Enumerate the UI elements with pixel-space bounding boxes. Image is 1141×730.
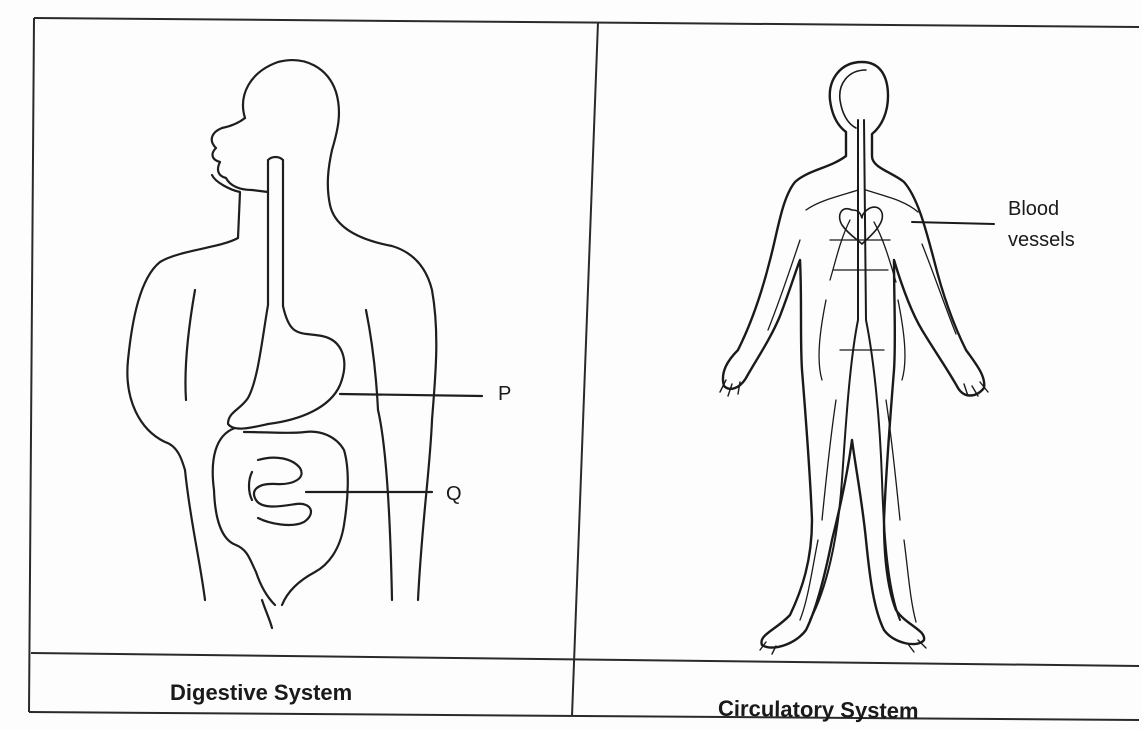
oesophagus [268,157,283,306]
head-outline [243,60,436,600]
branch-vessels [768,190,956,622]
label-p: P [498,383,511,406]
small-intestine [249,458,311,525]
stomach [228,305,344,429]
label-blood-vessels-line1: Blood [1008,194,1075,225]
large-intestine [213,428,348,605]
circulatory-system-figure [720,62,994,654]
main-vessels [810,120,900,620]
label-blood-vessels: Blood vessels [1008,194,1075,256]
label-q: Q [446,483,462,506]
table-border [29,18,1139,720]
left-arm-outline [185,290,195,400]
caption-digestive-system: Digestive System [170,680,352,706]
left-body-outline [127,175,240,470]
caption-circulatory-system: Circulatory System [718,696,919,725]
body-silhouette [723,62,984,648]
label-line-p [340,394,482,396]
digestive-system-figure [127,60,482,628]
label-blood-vessels-line2: vessels [1008,225,1075,256]
face-outline [212,118,268,192]
